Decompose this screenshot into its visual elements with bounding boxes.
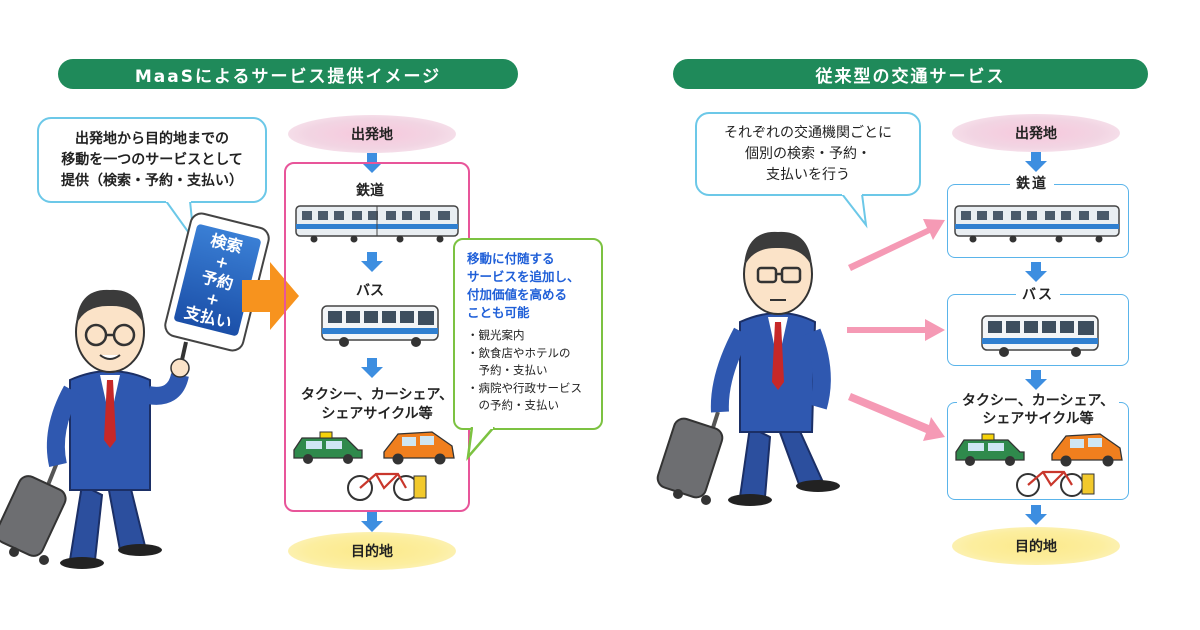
bicycle-icon [1016, 470, 1095, 497]
addon-item-5: の予約・支払い [467, 398, 559, 412]
addon-services-box: 移動に付随する サービスを追加し、 付加価値を高める ことも可能 ・観光案内 ・… [453, 238, 603, 430]
traditional-bubble-line-1: それぞれの交通機関ごとに [724, 124, 892, 141]
flow-arrow [361, 252, 383, 272]
maas-taxi-line-2: シェアサイクル等 [321, 406, 433, 422]
traditional-taxi-line-1: タクシー、カーシェア、 [961, 393, 1115, 409]
suitcase-icon [656, 411, 724, 505]
flow-arrow [1025, 262, 1047, 282]
traditional-bubble-tail [841, 193, 868, 229]
flow-arrow [361, 358, 383, 378]
maas-bus-label: バス [356, 283, 384, 299]
addon-box-tail [466, 427, 495, 461]
car-icon [1051, 433, 1123, 467]
pink-arrows [847, 219, 945, 441]
train-icon [954, 205, 1120, 243]
traditional-bubble-line-2: 個別の検索・予約・ [745, 145, 871, 162]
car-icon [383, 431, 455, 465]
traditional-goal-node: 目的地 [952, 527, 1120, 565]
addon-headline-3: 付加価値を高める [467, 287, 568, 302]
bus-icon [321, 305, 439, 347]
maas-taxi-label: タクシー、カーシェア、 シェアサイクル等 [292, 386, 462, 424]
maas-banner: MaaSによるサービス提供イメージ [58, 59, 518, 89]
businessman-with-phone [0, 289, 190, 569]
bicycle-icon [347, 472, 427, 501]
traditional-rail-label: 鉄道 [1010, 173, 1054, 193]
addon-headline-4: ことも可能 [467, 305, 530, 320]
flow-arrow [361, 512, 383, 532]
addon-item-4: ・病院や行政サービス [467, 380, 582, 395]
traditional-banner-text: 従来型の交通サービス [815, 66, 1006, 87]
traditional-bus-label: バス [1016, 284, 1060, 304]
traditional-taxi-label: タクシー、カーシェア、 シェアサイクル等 [957, 392, 1119, 428]
taxi-icon [293, 431, 363, 464]
maas-goal-label: 目的地 [351, 544, 393, 560]
traditional-goal-label: 目的地 [1015, 539, 1057, 555]
big-orange-arrow [242, 262, 299, 330]
taxi-icon [955, 433, 1025, 466]
businessman-walking [656, 231, 840, 506]
addon-item-2: ・飲食店やホテルの [467, 345, 571, 360]
suitcase-icon [0, 454, 67, 565]
traditional-taxi-line-2: シェアサイクル等 [982, 411, 1094, 427]
maas-bubble-line-1: 出発地から目的地までの [75, 130, 229, 147]
traditional-start-label: 出発地 [1015, 126, 1057, 142]
maas-speech-bubble: 出発地から目的地までの 移動を一つのサービスとして 提供（検索・予約・支払い） [37, 117, 267, 203]
addon-headline-2: サービスを追加し、 [467, 269, 580, 284]
maas-start-label: 出発地 [351, 127, 393, 143]
maas-bubble-line-2: 移動を一つのサービスとして [61, 151, 243, 168]
flow-arrow [1025, 505, 1047, 525]
addon-item-3: 予約・支払い [467, 363, 548, 377]
flow-arrow [1025, 370, 1047, 390]
traditional-speech-bubble: それぞれの交通機関ごとに 個別の検索・予約・ 支払いを行う [695, 112, 921, 196]
maas-bubble-line-3: 提供（検索・予約・支払い） [61, 172, 243, 189]
maas-taxi-line-1: タクシー、カーシェア、 [300, 387, 454, 403]
traditional-banner: 従来型の交通サービス [673, 59, 1148, 89]
addon-headline-1: 移動に付随する [467, 251, 555, 266]
maas-banner-text: MaaSによるサービス提供イメージ [134, 66, 442, 87]
traditional-start-node: 出発地 [952, 114, 1120, 152]
maas-goal-node: 目的地 [288, 532, 456, 570]
addon-item-1: ・観光案内 [467, 328, 525, 342]
bus-icon [981, 315, 1099, 357]
train-icon [295, 205, 459, 243]
maas-rail-label: 鉄道 [356, 183, 384, 199]
flow-arrow [1025, 152, 1047, 172]
maas-start-node: 出発地 [288, 115, 456, 153]
traditional-bubble-line-3: 支払いを行う [766, 166, 850, 183]
